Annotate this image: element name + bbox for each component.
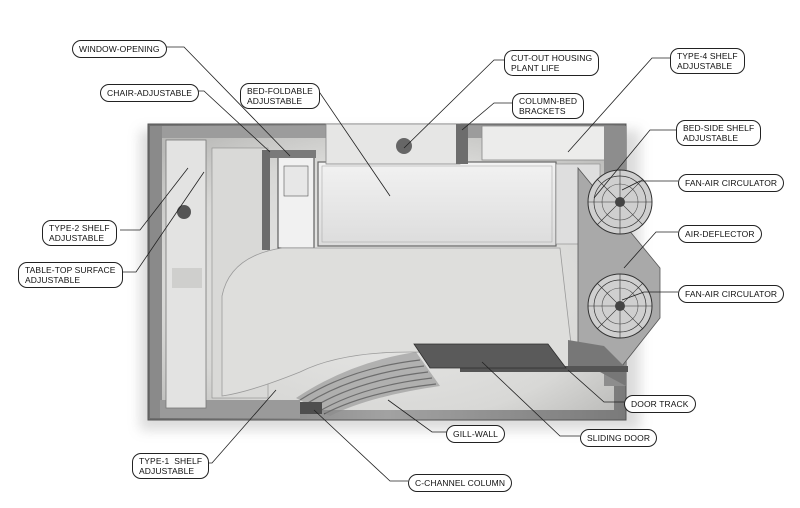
- label-c-channel-column-line1: C-CHANNEL COLUMN: [415, 478, 506, 488]
- bed-inner-edge: [321, 165, 553, 243]
- label-door-track: DOOR TRACK: [624, 395, 696, 413]
- label-type1-shelf-line1: TYPE-1 SHELF: [139, 456, 203, 466]
- label-bed-side-shelf: BED-SIDE SHELF ADJUSTABLE: [676, 120, 762, 146]
- label-type2-shelf-line1: TYPE-2 SHELF: [49, 223, 110, 233]
- sliding-door: [413, 343, 567, 369]
- label-column-bed-brackets-line1: COLUMN-BED: [519, 96, 578, 106]
- label-sliding-door-line1: SLIDING DOOR: [587, 433, 651, 443]
- label-window-opening-line1: WINDOW-OPENING: [79, 44, 160, 54]
- label-cut-out-housing-line1: CUT-OUT HOUSING: [511, 53, 593, 63]
- label-fan-air-circulator-bottom: FAN-AIR CIRCULATOR: [678, 285, 785, 303]
- label-fan-air-circulator-top-line1: FAN-AIR CIRCULATOR: [685, 178, 778, 188]
- bed-foldable: [317, 161, 557, 247]
- label-fan-air-circulator-top: FAN-AIR CIRCULATOR: [678, 174, 785, 192]
- cut-out-housing: [325, 123, 461, 165]
- label-sliding-door: SLIDING DOOR: [580, 429, 658, 447]
- label-type1-shelf: TYPE-1 SHELF ADJUSTABLE: [132, 453, 210, 479]
- door-frame: [568, 340, 626, 386]
- label-type4-shelf-line2: ADJUSTABLE: [677, 61, 733, 71]
- label-door-track-line1: DOOR TRACK: [631, 399, 689, 409]
- label-column-bed-brackets: COLUMN-BED BRACKETS: [512, 93, 585, 119]
- label-window-opening: WINDOW-OPENING: [72, 40, 167, 58]
- column-bed-bracket: [456, 124, 468, 164]
- shelf-hole: [177, 205, 191, 219]
- gill-wall-fill: [296, 352, 440, 416]
- label-gill-wall-line1: GILL-WALL: [453, 429, 498, 439]
- table-top-block: [172, 268, 202, 288]
- label-bed-foldable-line2: ADJUSTABLE: [247, 96, 303, 106]
- label-type4-shelf-line1: TYPE-4 SHELF: [677, 51, 738, 61]
- label-chair-adjustable-line1: CHAIR-ADJUSTABLE: [107, 88, 193, 98]
- label-bed-side-shelf-line1: BED-SIDE SHELF: [683, 123, 755, 133]
- label-table-top-surface-line1: TABLE-TOP SURFACE: [25, 265, 116, 275]
- fan-air-circulator-bottom: [587, 273, 653, 339]
- label-c-channel-column: C-CHANNEL COLUMN: [408, 474, 513, 492]
- type4-shelf: [481, 125, 615, 161]
- label-gill-wall: GILL-WALL: [446, 425, 505, 443]
- label-fan-air-circulator-bottom-line1: FAN-AIR CIRCULATOR: [685, 289, 778, 299]
- label-cut-out-housing: CUT-OUT HOUSING PLANT LIFE: [504, 50, 600, 76]
- c-channel-column: [300, 402, 322, 414]
- label-cut-out-housing-line2: PLANT LIFE: [511, 63, 560, 73]
- label-type2-shelf: TYPE-2 SHELF ADJUSTABLE: [42, 220, 117, 246]
- plant-hole: [396, 138, 412, 154]
- label-air-deflector-line1: AIR-DEFLECTOR: [685, 229, 755, 239]
- fan-air-circulator-top: [587, 169, 653, 235]
- window-pane: [283, 165, 309, 197]
- left-wall: [150, 126, 162, 418]
- door-track: [460, 366, 628, 372]
- label-chair-adjustable: CHAIR-ADJUSTABLE: [100, 84, 200, 102]
- label-bed-foldable: BED-FOLDABLE ADJUSTABLE: [240, 83, 320, 109]
- label-air-deflector: AIR-DEFLECTOR: [678, 225, 762, 243]
- label-type4-shelf: TYPE-4 SHELF ADJUSTABLE: [670, 48, 745, 74]
- label-type2-shelf-line2: ADJUSTABLE: [49, 233, 105, 243]
- label-bed-side-shelf-line2: ADJUSTABLE: [683, 133, 739, 143]
- label-table-top-surface-line2: ADJUSTABLE: [25, 275, 81, 285]
- label-bed-foldable-line1: BED-FOLDABLE: [247, 86, 313, 96]
- label-column-bed-brackets-line2: BRACKETS: [519, 106, 566, 116]
- window-header: [270, 150, 316, 158]
- chair-post: [262, 150, 270, 250]
- label-type1-shelf-line2: ADJUSTABLE: [139, 466, 195, 476]
- label-table-top-surface: TABLE-TOP SURFACE ADJUSTABLE: [18, 262, 123, 288]
